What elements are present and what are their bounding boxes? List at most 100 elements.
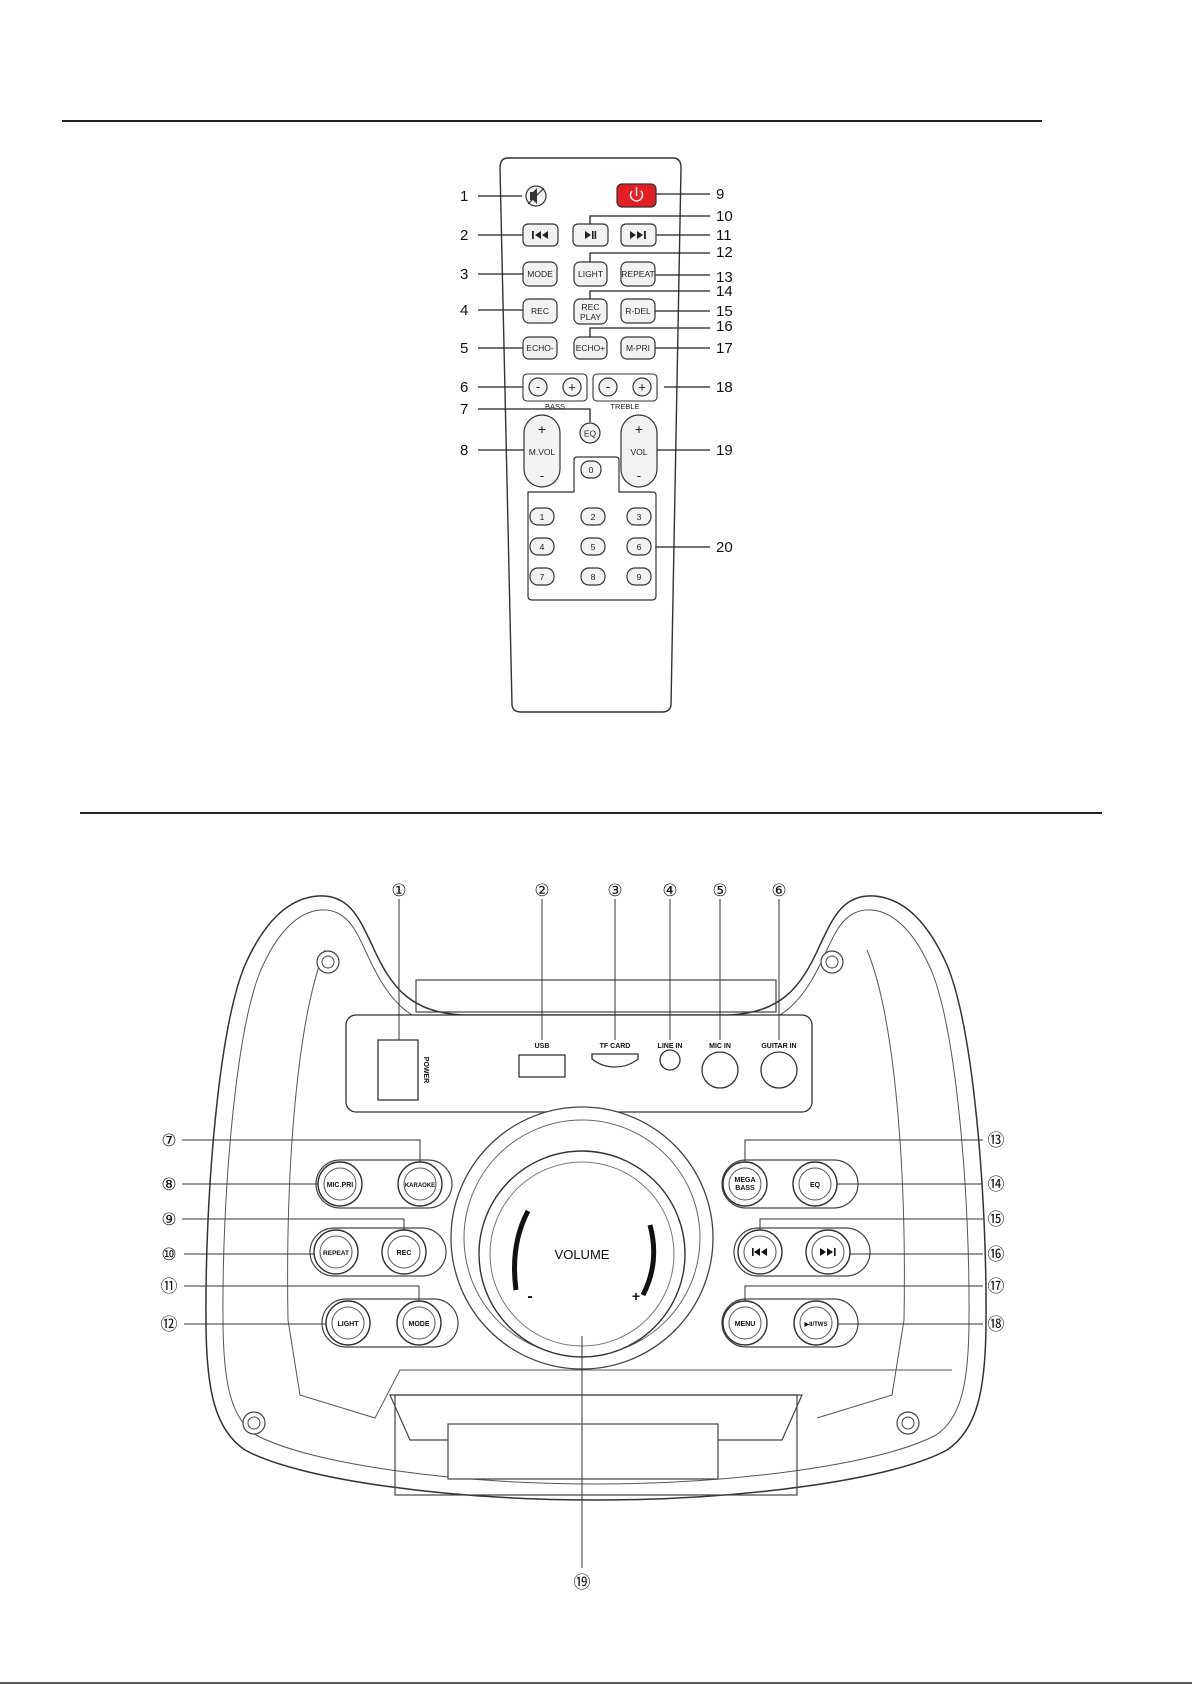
- digit-3-button[interactable]: 3: [626, 507, 652, 526]
- digit-0-button[interactable]: 0: [580, 460, 602, 479]
- speaker-callout-11: ⑪: [161, 1277, 178, 1296]
- mic-in-jack[interactable]: [701, 1051, 739, 1089]
- eq-button-panel[interactable]: EQ: [792, 1161, 838, 1207]
- bass-minus-label: -: [536, 379, 540, 394]
- left-button-pairs: MIC.PRI KARAOKE REPEAT REC: [309, 1159, 459, 1348]
- treble-plus-label: +: [638, 380, 646, 395]
- mic-volume-minus-label: -: [540, 468, 544, 483]
- echo-minus-label: ECHO-: [526, 343, 554, 353]
- karaoke-button[interactable]: KARAOKE: [397, 1161, 443, 1207]
- speaker-panel: POWER USB TF CARD LINE IN MIC IN GUITAR …: [161, 881, 1005, 1592]
- bass-plus-button[interactable]: +: [562, 377, 582, 397]
- digit-5-button[interactable]: 5: [580, 537, 606, 556]
- bass-minus-button[interactable]: -: [528, 377, 548, 397]
- panel-menu-label: MENU: [735, 1321, 756, 1328]
- digit-4-button[interactable]: 4: [529, 537, 555, 556]
- light-button-panel[interactable]: LIGHT: [325, 1300, 371, 1346]
- screw-bottom-left: [242, 1411, 266, 1435]
- light-label: LIGHT: [578, 269, 603, 279]
- digit-8-button[interactable]: 8: [580, 567, 606, 586]
- speaker-callout-9: ⑨: [161, 1210, 176, 1229]
- digit-0-label: 0: [589, 465, 594, 475]
- bass-group: - + BASS: [522, 373, 588, 411]
- light-button[interactable]: LIGHT: [573, 261, 608, 287]
- next-button-panel[interactable]: [805, 1229, 851, 1275]
- volume-rocker[interactable]: + VOL -: [620, 414, 658, 488]
- screw-top-right: [820, 950, 844, 974]
- speaker-left-callouts: ⑦ ⑧ ⑨ ⑩ ⑪ ⑫: [161, 1131, 421, 1334]
- guitar-in-label: GUITAR IN: [761, 1043, 796, 1050]
- tf-card-label: TF CARD: [600, 1043, 631, 1050]
- mic-pri-button[interactable]: MIC.PRI: [317, 1161, 363, 1207]
- speaker-callout-8: ⑧: [161, 1175, 176, 1194]
- tf-card-slot[interactable]: [591, 1053, 639, 1068]
- digit-9-button[interactable]: 9: [626, 567, 652, 586]
- mic-volume-rocker[interactable]: + M.VOL -: [523, 414, 561, 488]
- r-del-button[interactable]: R-DEL: [620, 298, 656, 324]
- digit-7-button[interactable]: 7: [529, 567, 555, 586]
- repeat-button-panel[interactable]: REPEAT: [313, 1229, 359, 1275]
- digit-6-button[interactable]: 6: [626, 537, 652, 556]
- rec-play-label-line2: PLAY: [580, 312, 601, 322]
- line-in-jack[interactable]: [659, 1049, 681, 1071]
- power-button[interactable]: [616, 183, 657, 208]
- rec-label: REC: [531, 306, 549, 316]
- guitar-in-jack[interactable]: [760, 1051, 798, 1089]
- mode-button[interactable]: MODE: [522, 261, 558, 287]
- digit-9-label: 9: [637, 572, 642, 582]
- digit-2-button[interactable]: 2: [580, 507, 606, 526]
- speaker-callout-15: ⑮: [988, 1210, 1005, 1229]
- digit-7-label: 7: [540, 572, 545, 582]
- screw-top-left: [316, 950, 340, 974]
- line-in-label: LINE IN: [658, 1043, 683, 1050]
- mic-pri-label: MIC.PRI: [327, 1182, 354, 1189]
- speaker-right-callouts: ⑬ ⑭ ⑮ ⑯ ⑰ ⑱: [744, 1131, 1005, 1334]
- m-pri-button[interactable]: M-PRI: [620, 336, 656, 360]
- mute-button[interactable]: [525, 185, 547, 207]
- play-tws-button-panel[interactable]: ▶II/TWS: [793, 1300, 839, 1346]
- eq-button[interactable]: EQ: [579, 422, 601, 444]
- remote-callout-15: 15: [716, 303, 733, 320]
- previous-button-panel[interactable]: [737, 1229, 783, 1275]
- menu-button-panel[interactable]: MENU: [722, 1300, 768, 1346]
- treble-minus-button[interactable]: -: [598, 377, 618, 397]
- play-pause-button[interactable]: [572, 223, 609, 247]
- remote-callout-4: 4: [460, 302, 468, 319]
- remote-callout-8: 8: [460, 442, 468, 459]
- next-button[interactable]: [620, 223, 657, 247]
- digit-1-button[interactable]: 1: [529, 507, 555, 526]
- right-button-pairs: MEGA BASS EQ: [721, 1159, 871, 1348]
- repeat-label: REPEAT: [621, 269, 654, 279]
- bass-plus-label: +: [568, 380, 576, 395]
- treble-plus-button[interactable]: +: [632, 377, 652, 397]
- repeat-button[interactable]: REPEAT: [620, 261, 656, 287]
- volume-minus-label: -: [527, 1288, 532, 1305]
- treble-group: - + TREBLE: [592, 373, 658, 411]
- remote-callout-20: 20: [716, 539, 733, 556]
- power-switch[interactable]: [377, 1039, 419, 1101]
- remote-callout-1: 1: [460, 188, 468, 205]
- usb-port[interactable]: [518, 1054, 566, 1078]
- rec-play-button[interactable]: REC PLAY: [573, 298, 608, 325]
- number-keypad: 0 1 2 3 4 5 6: [527, 456, 657, 601]
- mega-bass-button[interactable]: MEGA BASS: [722, 1161, 768, 1207]
- mic-in-label: MIC IN: [709, 1043, 731, 1050]
- r-del-label: R-DEL: [625, 306, 651, 316]
- mega-bass-label-line1: MEGA: [735, 1177, 756, 1184]
- echo-plus-button[interactable]: ECHO+: [573, 336, 608, 360]
- volume-knob[interactable]: VOLUME - +: [450, 1106, 714, 1370]
- rec-button[interactable]: REC: [522, 298, 558, 324]
- remote-callout-13: 13: [716, 269, 733, 286]
- echo-minus-button[interactable]: ECHO-: [522, 336, 558, 360]
- mode-button-panel[interactable]: MODE: [396, 1300, 442, 1346]
- rec-button-panel[interactable]: REC: [381, 1229, 427, 1275]
- digit-4-label: 4: [540, 542, 545, 552]
- left-handle-rail: [287, 949, 952, 1419]
- previous-button[interactable]: [522, 223, 559, 247]
- speaker-callout-16: ⑯: [988, 1245, 1005, 1264]
- rec-play-label-line1: REC: [582, 302, 600, 312]
- usb-label: USB: [535, 1043, 550, 1050]
- mic-volume-plus-label: +: [538, 421, 546, 437]
- previous-icon: [752, 1248, 767, 1256]
